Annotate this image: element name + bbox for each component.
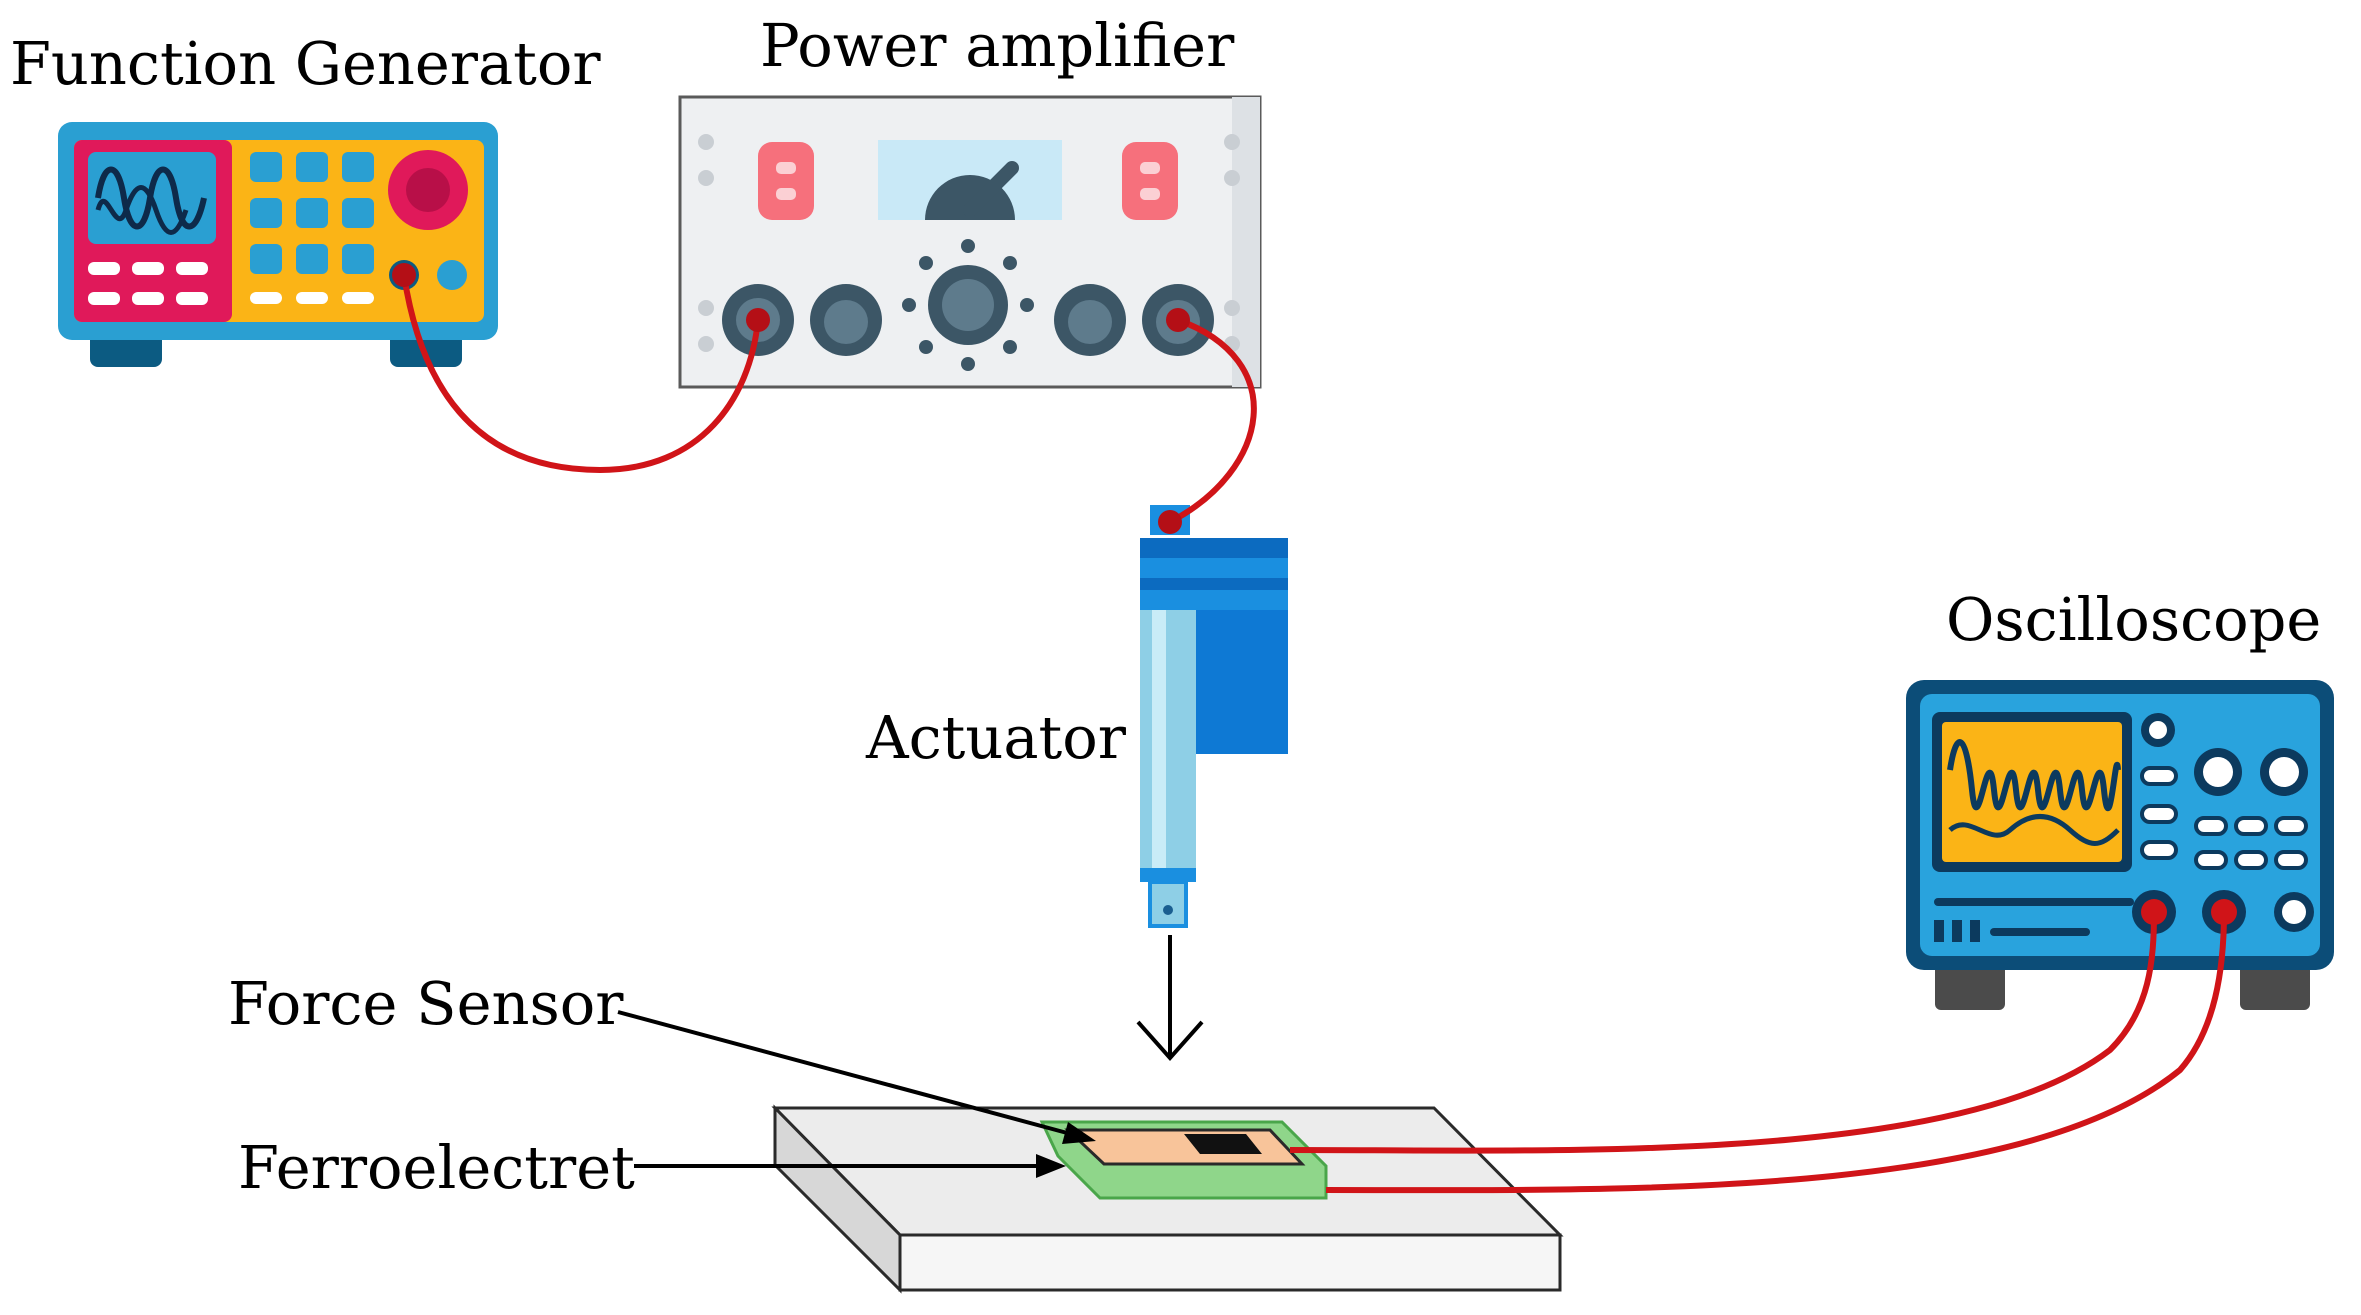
power-amplifier-icon [678,95,1262,389]
ferroelectret-label: Ferroelectret [238,1133,635,1202]
cable-generator-to-amplifier [392,263,770,474]
function-generator-label: Function Generator [10,29,601,98]
actuation-arrow [1136,935,1204,1062]
sample-stack-icon [1039,1120,1328,1200]
cable-amplifier-to-actuator [1158,308,1257,534]
power-amplifier-label: Power amplifier [760,11,1235,80]
ferroelectret-pointer-arrow [634,1154,1066,1178]
oscilloscope-icon [1906,680,2334,1010]
linear-actuator-icon [1140,505,1288,928]
force-sensor-label: Force Sensor [228,969,624,1038]
actuator-label: Actuator [865,703,1127,772]
oscilloscope-label: Oscilloscope [1946,585,2321,654]
force-sensor-pointer-arrow [617,1010,1096,1144]
cable-ferroelectret-to-oscilloscope [1325,899,2237,1194]
cable-sensor-to-oscilloscope [1289,899,2167,1154]
function-generator-icon [58,122,498,367]
